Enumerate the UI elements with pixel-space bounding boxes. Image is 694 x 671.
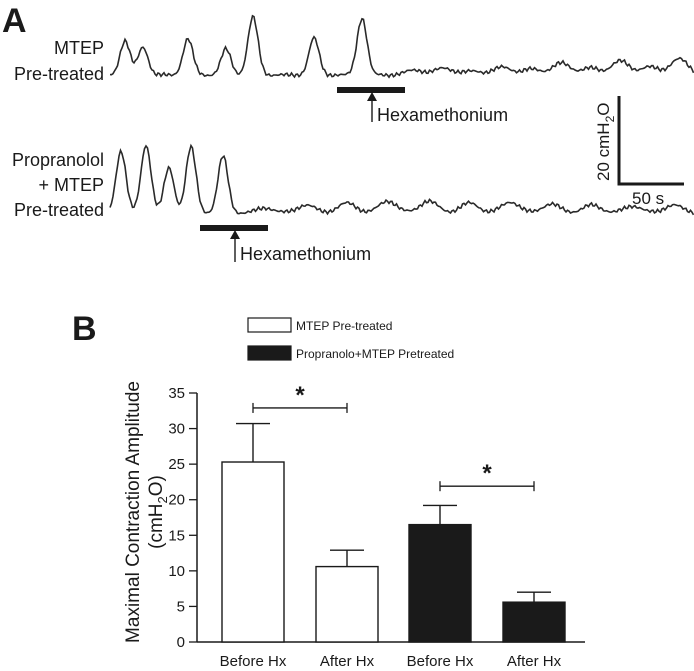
bar: [408, 523, 472, 643]
significance-layer: **: [252, 382, 535, 492]
trace-1-label-line-2: Pre-treated: [14, 64, 104, 84]
x-tick-label: Before Hx: [220, 653, 287, 670]
legend-swatch-propranolol: [247, 345, 292, 361]
trace-1-arrow-head: [367, 92, 377, 101]
y-ticks: 0 5 10 15 20 25 30 35: [168, 385, 197, 651]
y-tick-label: 15: [168, 527, 185, 544]
y-tick-label: 20: [168, 492, 185, 509]
trace-1-drug-bar: [337, 87, 405, 93]
trace-1-drug-label: Hexamethonium: [377, 105, 508, 125]
trace-2-label-line-3: Pre-treated: [14, 200, 104, 220]
bar: [315, 565, 379, 643]
trace-2-arrow-head: [230, 230, 240, 239]
trace-1-waveform: [109, 14, 694, 79]
y-tick-label: 10: [168, 563, 185, 580]
scale-bar-vertical-label: 20 cmH2O: [594, 103, 617, 182]
trace-1-label-line-1: MTEP: [54, 38, 104, 58]
trace-2-drug-label: Hexamethonium: [240, 244, 371, 264]
legend-label-propranolol: Propranolo+MTEP Pretreated: [296, 347, 454, 361]
legend-swatch-mtep: [247, 317, 292, 333]
x-tick-label: After Hx: [320, 653, 375, 670]
panel-a: A MTEP Pre-treated Hexamethonium Propran…: [2, 2, 694, 264]
trace-1-group: MTEP Pre-treated Hexamethonium: [14, 14, 694, 125]
trace-2-label-line-2: + MTEP: [38, 175, 104, 195]
y-tick-label: 35: [168, 385, 185, 402]
scale-bar: 20 cmH2O 50 s: [594, 96, 684, 208]
bar: [502, 601, 566, 643]
trace-2-waveform: [109, 143, 694, 216]
panel-b: B MTEP Pre-treated Propranolo+MTEP Pretr…: [72, 310, 585, 670]
y-tick-label: 5: [177, 598, 185, 615]
x-tick-label: Before Hx: [407, 653, 474, 670]
bars-layer: [221, 422, 566, 643]
y-axis-title: Maximal Contraction Amplitude: [123, 381, 144, 643]
y-tick-label: 30: [168, 421, 185, 438]
panel-a-letter: A: [2, 2, 27, 40]
legend-label-mtep: MTEP Pre-treated: [296, 319, 392, 333]
scale-bar-horizontal-label: 50 s: [632, 189, 664, 208]
significance-star: *: [482, 460, 492, 487]
y-tick-label: 0: [177, 634, 185, 651]
x-labels: Before Hx After Hx Before Hx After Hx: [220, 653, 562, 670]
panel-b-letter: B: [72, 310, 97, 348]
x-tick-label: After Hx: [507, 653, 562, 670]
y-axis-unit: (cmH2O): [146, 475, 170, 549]
chart-legend: MTEP Pre-treated Propranolo+MTEP Pretrea…: [247, 317, 454, 361]
trace-2-group: Propranolol + MTEP Pre-treated Hexametho…: [12, 143, 694, 264]
y-tick-label: 25: [168, 456, 185, 473]
trace-2-drug-bar: [200, 225, 268, 231]
bar: [221, 461, 285, 643]
trace-2-label-line-1: Propranolol: [12, 150, 104, 170]
significance-star: *: [295, 382, 305, 409]
